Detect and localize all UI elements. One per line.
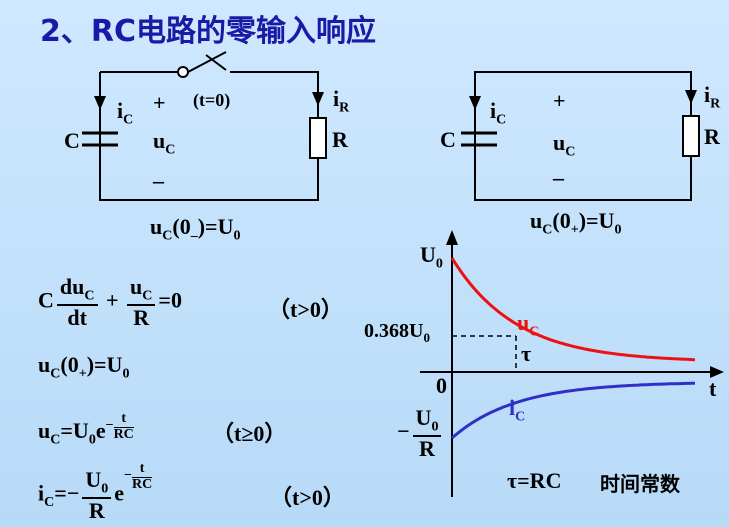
resistor-label-right: R bbox=[704, 124, 720, 149]
ir-label-right: iR bbox=[704, 82, 721, 112]
uc-label-left: uC bbox=[153, 128, 176, 158]
x-axis-t-label: t bbox=[709, 376, 717, 401]
uc-decay-curve bbox=[450, 257, 696, 362]
switch-time-label: (t=0) bbox=[193, 90, 231, 110]
capacitor-label-right: C bbox=[440, 127, 456, 152]
ic-label-right: iC bbox=[490, 98, 507, 128]
y-axis-0368u0-label: 0.368U0 bbox=[364, 320, 430, 345]
plus-sign-right: + bbox=[553, 88, 566, 113]
y-axis-arrowhead bbox=[446, 230, 458, 245]
ic-label-left: iC bbox=[117, 98, 134, 128]
minus-sign-right: – bbox=[553, 165, 564, 190]
ode-condition: （t>0） bbox=[268, 297, 343, 322]
tau-definition: τ=RC bbox=[507, 468, 562, 493]
resistor bbox=[309, 117, 327, 159]
ic-solution-condition: （t>0） bbox=[270, 485, 345, 510]
plus-sign-left: + bbox=[153, 90, 166, 115]
resistor-label-left: R bbox=[332, 127, 348, 152]
minus-sign-left: – bbox=[153, 168, 164, 193]
switch-blade bbox=[187, 51, 227, 73]
initial-condition-right: uC(0+)=U0 bbox=[530, 208, 622, 238]
initial-condition-left: uC(0–)=U0 bbox=[150, 214, 241, 244]
uc-solution-condition: （t≥0） bbox=[212, 421, 287, 446]
uc-curve-label: uC bbox=[517, 310, 540, 340]
x-axis-arrowhead bbox=[710, 366, 724, 378]
time-constant-caption: 时间常数 bbox=[600, 472, 680, 496]
ic-curve-label: iC bbox=[509, 395, 526, 425]
ir-arrow-left bbox=[312, 92, 324, 106]
capacitor-label-left: C bbox=[64, 128, 80, 153]
resistor-right bbox=[682, 115, 700, 157]
switch-arrow bbox=[205, 54, 227, 71]
initial-value: uC(0+)=U0 bbox=[38, 352, 130, 382]
ic-decay-curve bbox=[451, 381, 695, 440]
circuit-left-wire bbox=[99, 71, 319, 201]
slide-title: 2、RC电路的零输入响应 bbox=[40, 14, 376, 49]
ic-arrow-right bbox=[469, 96, 481, 110]
tau-marker-label: τ bbox=[521, 341, 532, 366]
ir-label-left: iR bbox=[333, 86, 350, 116]
ir-arrow-right bbox=[685, 90, 697, 104]
origin-label: 0 bbox=[436, 373, 447, 398]
y-axis-u0-label: U0 bbox=[420, 242, 443, 272]
ic-arrow-left bbox=[94, 96, 106, 110]
uc-label-right: uC bbox=[553, 130, 576, 160]
